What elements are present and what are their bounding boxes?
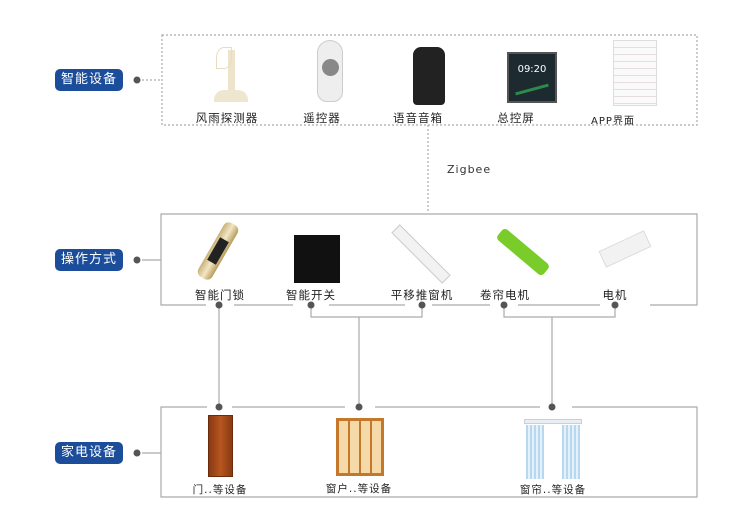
- device-label: 智能开关: [286, 288, 336, 302]
- curtain-icon: [524, 419, 582, 479]
- section-label-operation: 操作方式: [55, 249, 123, 271]
- device-label: 电机: [602, 288, 628, 302]
- wind-rain-sensor-icon: [212, 42, 252, 102]
- device-label: 卷帘电机: [480, 288, 530, 302]
- smart-switch-icon: [294, 235, 340, 283]
- device-label: 智能门锁: [195, 288, 245, 302]
- appliance-label: 门..等设备: [192, 484, 248, 496]
- remote-control-icon: [317, 40, 343, 102]
- device-label: 总控屏: [497, 111, 535, 125]
- control-screen-icon: 09:20: [507, 52, 557, 103]
- screen-time: 09:20: [517, 64, 547, 75]
- appliance-label: 窗户..等设备: [325, 483, 393, 495]
- device-label: 遥控器: [303, 111, 341, 125]
- section-label-smart-devices: 智能设备: [55, 69, 123, 91]
- device-label: 平移推窗机: [390, 288, 454, 302]
- smart-speaker-icon: [413, 47, 445, 105]
- section-label-appliances: 家电设备: [55, 442, 123, 464]
- appliance-label: 窗帘..等设备: [519, 484, 587, 496]
- window-icon: [336, 418, 384, 476]
- device-label: 语音音箱: [393, 111, 443, 125]
- zigbee-label: Zigbee: [447, 163, 492, 176]
- device-label: 风雨探测器: [195, 111, 259, 125]
- door-icon: [208, 415, 233, 477]
- device-label: APP界面: [591, 116, 635, 127]
- app-interface-icon: [613, 40, 657, 106]
